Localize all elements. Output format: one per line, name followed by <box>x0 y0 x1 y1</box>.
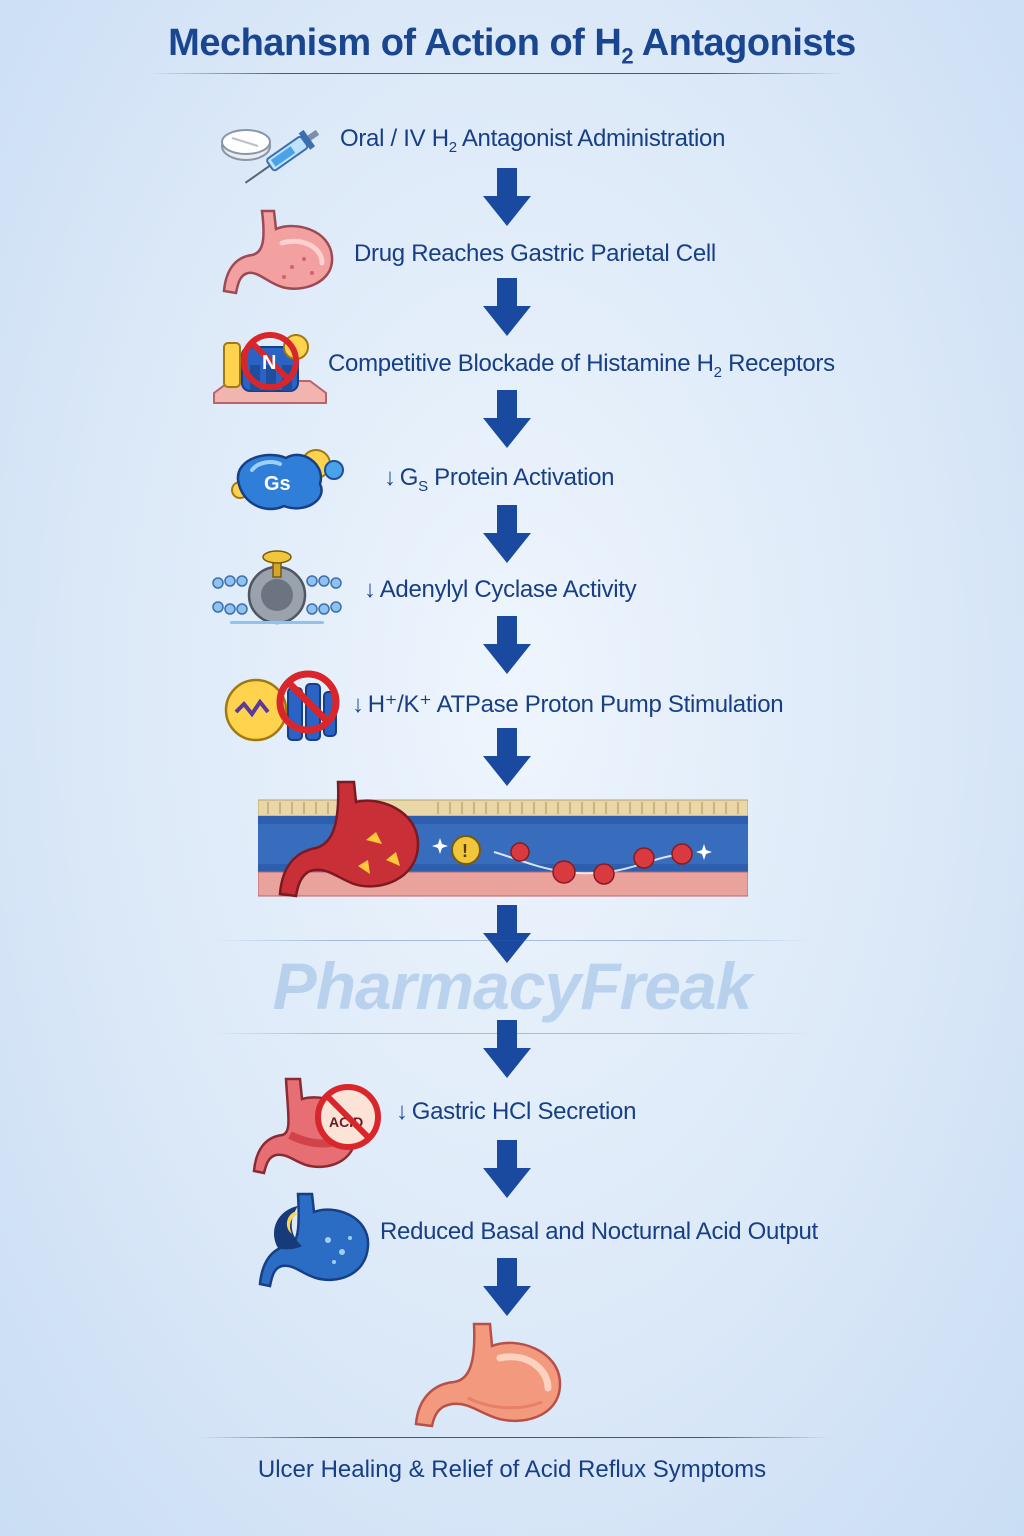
step-receptor-blockade-text: Competitive Blockade of Histamine H2 Rec… <box>328 350 835 381</box>
flow-arrow-8 <box>483 1020 531 1078</box>
step-parietal-cell-text: Drug Reaches Gastric Parietal Cell <box>354 240 716 267</box>
flow-arrow-1 <box>483 168 531 226</box>
page-title: Mechanism of Action of H2 Antagonists <box>168 22 856 69</box>
flow-arrow-7 <box>483 905 531 963</box>
step-acid-output-text: Reduced Basal and Nocturnal Acid Output <box>380 1218 818 1245</box>
blocked-receptor-icon: N <box>210 325 330 407</box>
step-adenylyl-cyclase-text: ↓Adenylyl Cyclase Activity <box>364 576 637 603</box>
flow-arrow-9 <box>483 1140 531 1198</box>
flow-arrow-5 <box>483 616 531 674</box>
gs-protein-icon: Gs <box>228 440 348 516</box>
flow-arrow-3 <box>483 390 531 448</box>
title-rule <box>150 73 844 74</box>
decrease-arrow-icon: ↓ <box>352 691 364 718</box>
watermark-rule-top <box>210 940 814 941</box>
gs-protein-label: Gs <box>264 473 291 495</box>
healthy-stomach-icon <box>408 1322 568 1428</box>
outcome-rule <box>200 1437 830 1438</box>
svg-text:!: ! <box>462 841 468 861</box>
step-hcl-secretion-text: ↓Gastric HCl Secretion <box>396 1098 637 1125</box>
flow-arrow-4 <box>483 505 531 563</box>
outcome-text: Ulcer Healing & Relief of Acid Reflux Sy… <box>257 1456 767 1483</box>
decrease-arrow-icon: ↓ <box>384 464 396 491</box>
night-stomach-icon <box>258 1190 374 1288</box>
step-proton-pump-text: ↓H⁺/K⁺ ATPase Proton Pump Stimulation <box>352 691 784 718</box>
step-administration-text: Oral / IV H2 Antagonist Administration <box>340 125 726 156</box>
step-gs-protein-text: ↓GS Protein Activation <box>384 464 615 495</box>
flow-arrow-2 <box>483 278 531 336</box>
decrease-arrow-icon: ↓ <box>396 1098 408 1125</box>
gastric-lining-illustration: ! <box>258 780 748 900</box>
adenylyl-cyclase-icon <box>210 545 344 627</box>
pill-syringe-icon <box>218 118 328 188</box>
blocked-acid-stomach-icon: ACID <box>250 1075 390 1175</box>
flow-arrow-10 <box>483 1258 531 1316</box>
stomach-icon <box>222 207 337 295</box>
decrease-arrow-icon: ↓ <box>364 576 376 603</box>
watermark-text: PharmacyFreak <box>272 949 753 1023</box>
flow-arrow-6 <box>483 728 531 786</box>
svg-text:N: N <box>262 352 276 374</box>
blocked-proton-pump-icon <box>222 660 352 750</box>
